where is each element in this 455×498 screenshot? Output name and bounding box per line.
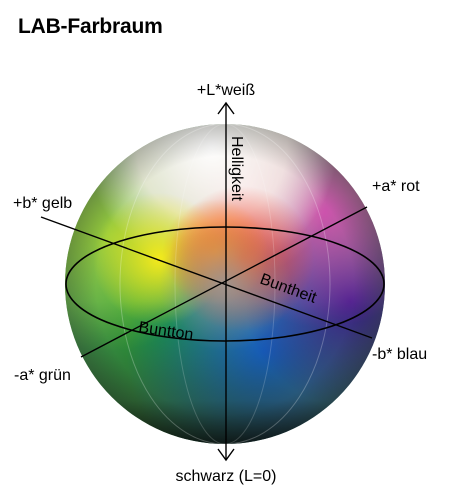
label-a-minus: -a* grün — [14, 367, 71, 384]
label-b-plus: +b* gelb — [13, 195, 72, 212]
label-b-minus: -b* blau — [372, 346, 427, 363]
label-l-plus: +L*weiß — [197, 82, 255, 99]
equator-ellipse — [65, 226, 385, 342]
label-lightness: Helligkeit — [228, 136, 245, 201]
b-axis — [40, 216, 373, 339]
l-axis-arrow-top — [217, 101, 235, 115]
a-axis — [80, 206, 368, 358]
label-l-minus: schwarz (L=0) — [176, 468, 277, 485]
color-sphere — [65, 124, 385, 444]
label-a-plus: +a* rot — [372, 178, 420, 195]
l-axis-arrow-bottom — [217, 448, 235, 462]
page-title: LAB-Farbraum — [18, 15, 163, 38]
